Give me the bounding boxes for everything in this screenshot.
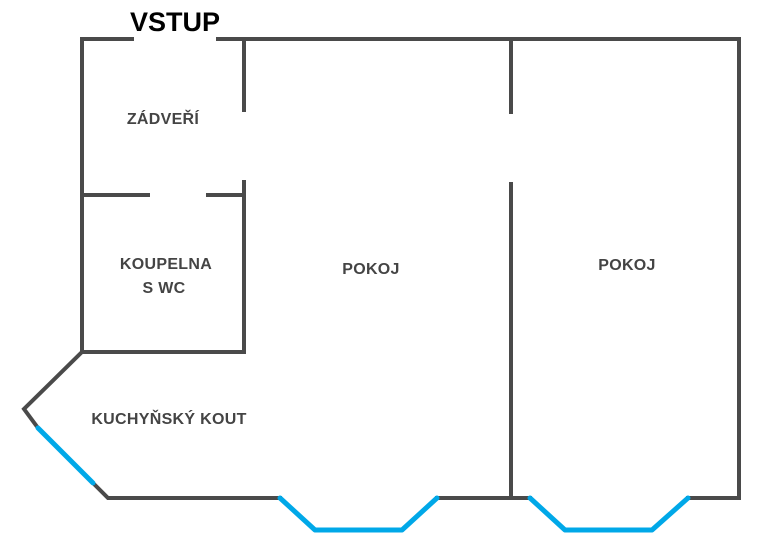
windows [35,425,691,533]
window-kitchen [35,425,96,486]
label-kitchen: KUCHYŇSKÝ KOUT [91,409,246,428]
entrance-label: VSTUP [130,7,220,37]
label-bathroom-line1: KOUPELNA [120,256,212,273]
label-hallway: ZÁDVEŘÍ [127,109,200,128]
wall-kitchen-lower [90,480,282,500]
label-room-right: POKOJ [598,257,656,274]
wall-right [686,37,741,500]
labels: VSTUP ZÁDVEŘÍ KOUPELNA S WC POKOJ POKOJ … [91,7,655,428]
label-bathroom-line2: S WC [143,280,186,297]
walls [21,37,741,500]
window-room-left-bay [277,495,440,533]
wall-kitchen-angle [21,349,85,431]
window-room-right-bay [527,495,691,533]
label-room-left: POKOJ [342,261,400,278]
